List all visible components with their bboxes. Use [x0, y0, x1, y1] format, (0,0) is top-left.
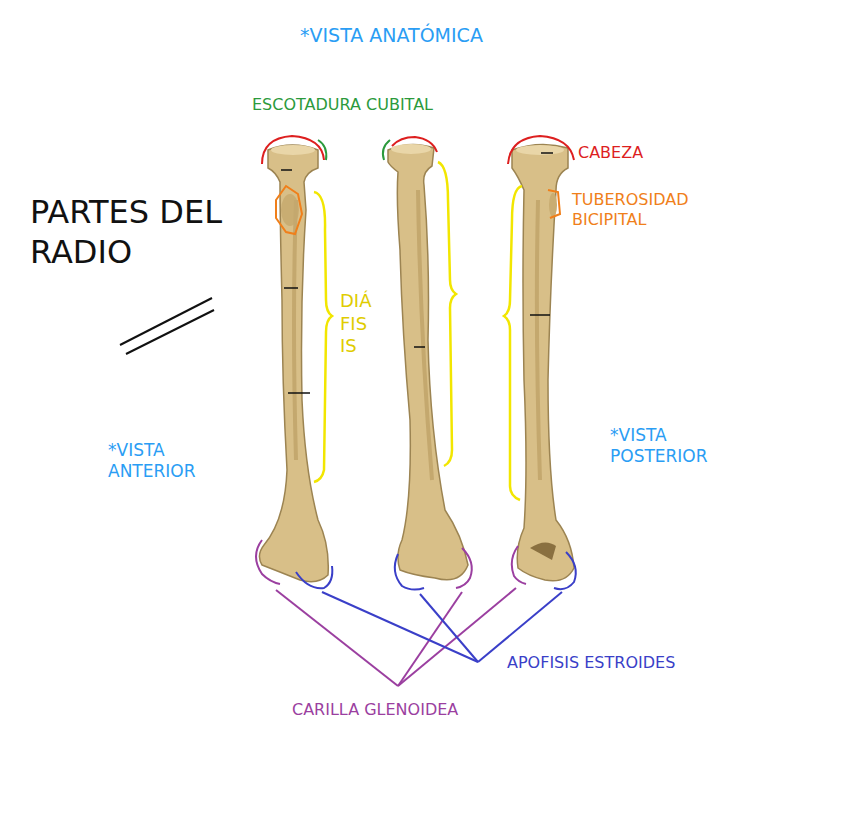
tick	[288, 392, 310, 394]
tick	[530, 314, 550, 316]
notch-bracket	[383, 140, 390, 160]
tuberosity-bracket	[548, 190, 560, 218]
tick	[281, 169, 292, 171]
shaft-shadow	[418, 190, 432, 480]
styloid-leader	[478, 592, 562, 662]
bone-figures	[259, 144, 574, 581]
part-label: APOFISIS ESTROIDES	[507, 653, 767, 673]
styloid-leader	[322, 592, 478, 662]
part-label: ESCOTADURA CUBITAL	[252, 95, 532, 115]
underline	[120, 298, 212, 345]
styloid-brackets	[296, 552, 576, 590]
bone-shading	[271, 144, 564, 560]
tick	[414, 346, 425, 348]
radius-posterior	[512, 144, 574, 580]
head-bracket	[262, 136, 324, 164]
head-brackets	[262, 136, 574, 164]
view-label: *VISTA POSTERIOR	[610, 425, 750, 468]
diaphysis-bracket	[314, 192, 332, 482]
distal-ridge	[530, 542, 556, 560]
glenoid-bracket	[456, 548, 472, 588]
tick	[541, 152, 553, 154]
styloid-bracket	[554, 552, 576, 589]
part-label: TUBEROSIDAD BICIPITAL	[572, 190, 722, 230]
glenoid-bracket	[512, 546, 526, 584]
glenoid-leader	[276, 590, 398, 686]
glenoid-bracket	[256, 540, 280, 584]
head-top	[271, 145, 315, 155]
head-top	[516, 145, 564, 155]
title-underline	[120, 298, 214, 354]
notch-brackets	[318, 140, 390, 160]
shaft-shadow	[537, 200, 540, 480]
tuberosity-outline	[276, 186, 302, 234]
part-label: CARILLA GLENOIDEA	[292, 700, 552, 720]
shaft-shadow	[294, 200, 296, 460]
view-label: *VISTA ANTERIOR	[108, 440, 238, 483]
part-label: DIÁ FIS IS	[340, 290, 384, 358]
glenoid-brackets	[256, 540, 526, 588]
glenoid-leader	[398, 588, 516, 686]
tick	[284, 287, 298, 289]
tuberosity	[549, 193, 557, 217]
head-top	[391, 144, 431, 154]
styloid-bracket	[395, 554, 424, 590]
underline	[126, 310, 214, 354]
radius-lateral	[388, 144, 468, 579]
head-bracket	[392, 137, 437, 152]
diaphysis-bracket	[504, 186, 522, 500]
view-label: *VISTA ANATÓMICA	[300, 24, 600, 48]
head-bracket	[508, 136, 574, 164]
diaphysis-brackets	[314, 162, 522, 500]
radius-anterior	[259, 145, 328, 582]
diaphysis-bracket	[438, 162, 456, 466]
tick-marks	[281, 153, 553, 393]
styloid-leader	[420, 594, 478, 662]
part-label: CABEZA	[578, 143, 698, 163]
styloid-bracket	[296, 566, 332, 588]
notch-bracket	[318, 140, 326, 160]
page-title: PARTES DEL RADIO	[30, 192, 240, 272]
